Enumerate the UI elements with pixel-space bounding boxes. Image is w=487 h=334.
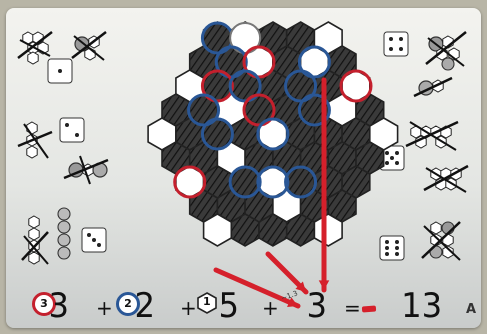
blue-circle-marker — [200, 117, 234, 151]
hex-cell[interactable] — [258, 213, 288, 247]
crossed-hex-cluster-icon — [71, 31, 107, 61]
plus-sign: + — [180, 296, 197, 320]
minus-mark — [361, 305, 377, 313]
arrow-head-icon — [287, 297, 298, 307]
hex-cell[interactable] — [202, 213, 233, 247]
crossed-hex-cluster-icon — [17, 121, 53, 159]
blue-circle-marker — [256, 165, 290, 199]
plus-sign: + — [262, 296, 279, 320]
red-circle-marker — [242, 45, 276, 79]
white-circle-marker — [229, 22, 262, 54]
blue-badge: 2 — [116, 292, 140, 316]
hex-cell[interactable] — [230, 213, 260, 247]
blue-circle-marker — [228, 165, 262, 199]
equals-sign: = — [344, 296, 361, 320]
red-badge: 3 — [32, 292, 56, 316]
die-icon — [81, 227, 107, 253]
blue-circle-marker — [284, 165, 318, 199]
die-icon — [47, 58, 73, 84]
red-circle-marker — [242, 93, 276, 127]
card-variant-label: A — [466, 302, 477, 317]
red-circle-marker — [200, 69, 234, 103]
die-icon — [379, 235, 405, 261]
die-icon — [379, 145, 405, 171]
crossed-hex-cluster-icon — [423, 164, 469, 193]
die-icon — [383, 31, 409, 57]
blue-circle-marker — [297, 93, 331, 127]
arrow-head-icon — [295, 281, 306, 292]
blue-circle-marker — [256, 117, 290, 151]
blue-circle-marker — [297, 45, 331, 79]
white-value: 5 — [218, 286, 240, 326]
blue-circle-marker — [228, 69, 262, 103]
red-value: 3 — [48, 286, 70, 326]
red-circle-marker — [173, 165, 207, 199]
arrow-icon — [213, 267, 301, 309]
crossed-hex-cluster-icon — [17, 31, 53, 65]
crossed-hex-cluster-icon — [413, 76, 453, 98]
hex-cell[interactable] — [285, 213, 316, 247]
blue-circle-marker — [214, 45, 248, 79]
hex-board — [147, 21, 399, 309]
arrow-head-icon — [318, 280, 330, 290]
red-circle-marker — [339, 69, 373, 103]
blue-value: 2 — [134, 286, 156, 326]
score-card: ~1.3 3 3 + 2 2 + 1 5 + 3 = 13 A — [6, 8, 481, 328]
crossed-hex-cluster-icon — [57, 207, 71, 260]
die-icon — [59, 117, 85, 143]
crossed-hex-cluster-icon — [425, 31, 467, 71]
blue-circle-marker — [187, 93, 221, 127]
plus-sign: + — [96, 296, 113, 320]
crossed-hex-cluster-icon — [21, 215, 49, 265]
score-equation: 3 3 + 2 2 + 1 5 + 3 = 13 — [6, 286, 481, 328]
extra-value: 3 — [306, 286, 328, 326]
white-badge-number: 1 — [203, 295, 211, 308]
hex-cell[interactable] — [313, 213, 343, 247]
white-hex-badge — [197, 292, 217, 314]
blue-circle-marker — [284, 69, 318, 103]
crossed-hex-cluster-icon — [405, 120, 459, 151]
side-doodles — [17, 31, 469, 265]
crossed-hex-cluster-icon — [63, 155, 109, 185]
result-value: 13 — [401, 286, 443, 326]
crossed-hex-cluster-icon — [421, 221, 461, 261]
